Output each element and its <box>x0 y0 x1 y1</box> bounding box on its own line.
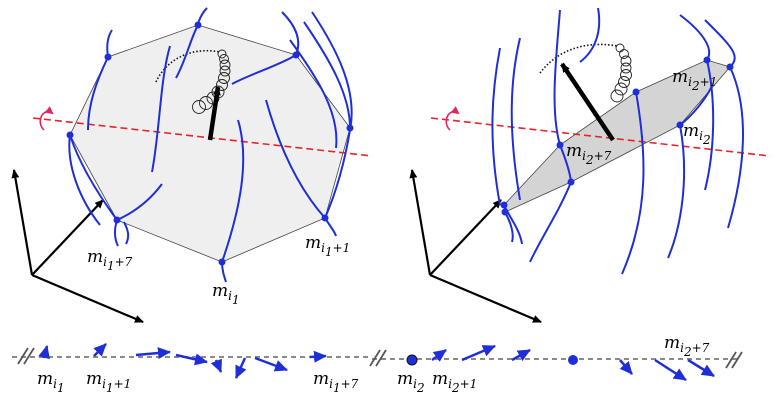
left-octagon-polygon <box>69 24 351 263</box>
chain-break-icon <box>17 347 743 369</box>
left-site-markers <box>66 21 354 266</box>
left-label-m-i1: mi1 <box>212 281 240 307</box>
right-magnetization-arrow <box>560 62 615 142</box>
spin-chain-row: mi1 mi1+1 mi1+7 mi2 mi2+1 mi2+7 <box>12 333 743 395</box>
right-site-markers <box>500 56 734 216</box>
right-label-m-i2: mi2 <box>683 121 711 147</box>
chain-label-m-i2-plus-7: mi2+7 <box>664 333 710 359</box>
right-rotation-axis <box>430 117 771 157</box>
chain-spin-arrows <box>38 343 715 382</box>
right-coordinate-axes <box>409 169 542 324</box>
left-label-m-i1-plus-7: mi1+7 <box>87 247 133 273</box>
chain-site-dot-i2 <box>406 354 418 366</box>
chain-label-m-i2-plus-1: mi2+1 <box>432 369 477 395</box>
left-label-m-i1-plus-1: mi1+1 <box>305 233 350 259</box>
right-precession-trace <box>539 43 632 103</box>
left-panel: mi1 mi1+1 mi1+7 <box>11 7 373 324</box>
chain-label-m-i1: mi1 <box>37 369 65 395</box>
chain-label-m-i1-plus-1: mi1+1 <box>86 369 131 395</box>
right-label-m-i2-plus-7: mi2+7 <box>566 141 612 167</box>
right-panel: mi2+1 mi2 mi2+7 <box>409 7 771 324</box>
left-precession-trace <box>155 49 231 114</box>
right-rotation-arrow-icon <box>445 106 460 131</box>
right-label-m-i2-plus-1: mi2+1 <box>672 67 717 93</box>
chain-site-dot-mid <box>568 355 578 365</box>
left-magnetization-arrow <box>207 86 221 141</box>
left-rotation-axis <box>32 117 373 157</box>
left-rotation-arrow-icon <box>39 106 54 131</box>
chain-label-m-i2: mi2 <box>397 369 425 395</box>
chain-label-m-i1-plus-7: mi1+7 <box>313 369 359 395</box>
